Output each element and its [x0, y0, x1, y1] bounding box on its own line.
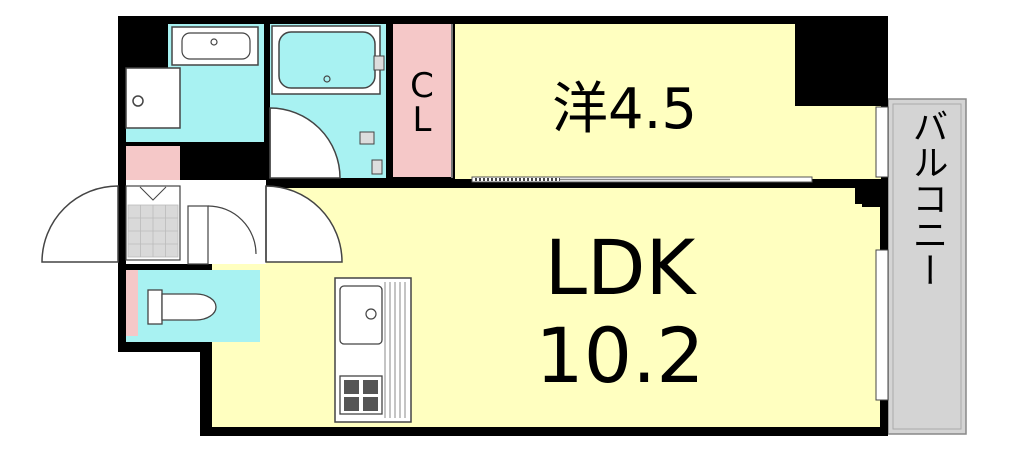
windows — [875, 106, 889, 401]
kitchen-counter — [334, 277, 412, 423]
bathroom — [269, 24, 386, 179]
closet-label-c: C — [410, 66, 434, 106]
entrance-hall — [41, 146, 343, 265]
closet-label-l: L — [413, 100, 432, 140]
balcony — [887, 98, 967, 435]
toilet-room — [126, 270, 260, 342]
sliding-partition — [471, 176, 813, 183]
ldk-area-label: 10.2 — [535, 311, 704, 400]
western-room-label: 洋4.5 — [552, 77, 697, 142]
structural-column — [795, 20, 885, 106]
washroom — [125, 24, 264, 142]
closet — [393, 24, 451, 177]
ldk-label: LDK — [545, 223, 698, 312]
balcony-label: バルコニー — [907, 108, 948, 288]
